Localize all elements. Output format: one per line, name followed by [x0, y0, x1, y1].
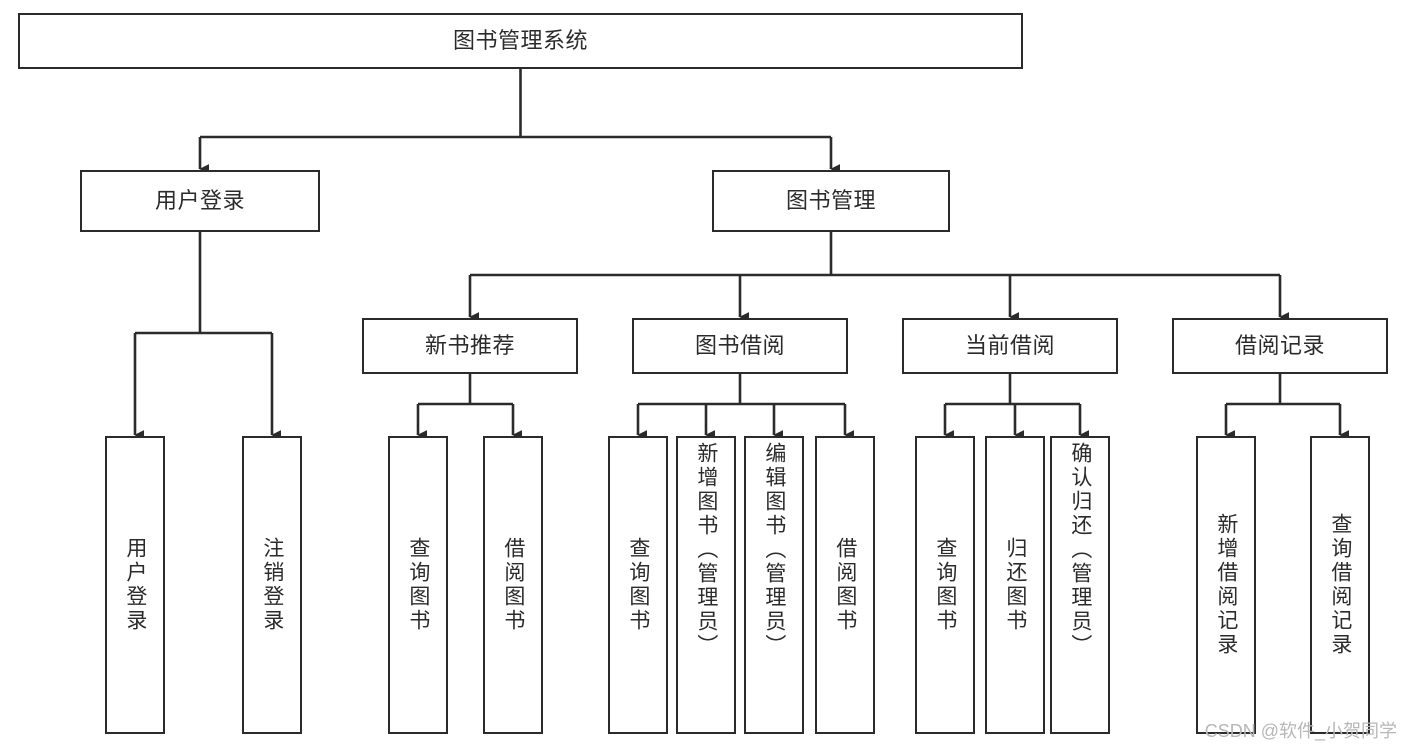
node-leaf-query-book-rec-label: 查询图书: [406, 537, 430, 633]
node-leaf-query-book-bb-label: 查询图书: [626, 537, 650, 633]
node-borrow-record-label: 借阅记录: [1234, 333, 1325, 359]
node-borrow-record[interactable]: 借阅记录: [1172, 318, 1388, 374]
node-leaf-query-record[interactable]: 查询借阅记录: [1310, 436, 1370, 734]
node-leaf-query-book-bb[interactable]: 查询图书: [608, 436, 668, 734]
node-new-book-rec[interactable]: 新书推荐: [362, 318, 578, 374]
node-root[interactable]: 图书管理系统: [18, 13, 1023, 69]
node-leaf-query-book-cb[interactable]: 查询图书: [915, 436, 975, 734]
node-leaf-return-book-label: 归还图书: [1003, 537, 1027, 633]
node-root-label: 图书管理系统: [452, 28, 588, 54]
node-leaf-add-book[interactable]: 新增图书（管理员）: [676, 436, 736, 734]
node-leaf-add-book-label: 新增图书（管理员）: [694, 442, 718, 658]
node-leaf-user-login-label: 用户登录: [123, 537, 147, 633]
node-leaf-borrow-book-rec[interactable]: 借阅图书: [483, 436, 543, 734]
node-leaf-query-book-cb-label: 查询图书: [933, 537, 957, 633]
node-current-borrow-label: 当前借阅: [964, 333, 1055, 359]
node-leaf-confirm-return[interactable]: 确认归还（管理员）: [1050, 436, 1110, 734]
node-leaf-return-book[interactable]: 归还图书: [985, 436, 1045, 734]
node-leaf-user-logout[interactable]: 注销登录: [242, 436, 302, 734]
node-book-borrow[interactable]: 图书借阅: [632, 318, 848, 374]
node-book-manage-label: 图书管理: [785, 188, 876, 214]
node-leaf-borrow-book-bb-label: 借阅图书: [833, 537, 857, 633]
node-leaf-borrow-book-rec-label: 借阅图书: [501, 537, 525, 633]
node-leaf-edit-book-label: 编辑图书（管理员）: [762, 442, 786, 658]
node-user-login[interactable]: 用户登录: [80, 170, 320, 232]
node-book-manage[interactable]: 图书管理: [712, 170, 950, 232]
node-leaf-borrow-book-bb[interactable]: 借阅图书: [815, 436, 875, 734]
node-leaf-user-login[interactable]: 用户登录: [105, 436, 165, 734]
node-leaf-user-logout-label: 注销登录: [260, 537, 284, 633]
node-leaf-query-record-label: 查询借阅记录: [1328, 513, 1352, 657]
node-leaf-confirm-return-label: 确认归还（管理员）: [1068, 442, 1092, 658]
node-user-login-label: 用户登录: [154, 188, 245, 214]
node-new-book-rec-label: 新书推荐: [424, 333, 515, 359]
node-current-borrow[interactable]: 当前借阅: [902, 318, 1118, 374]
node-leaf-edit-book[interactable]: 编辑图书（管理员）: [744, 436, 804, 734]
node-leaf-add-record[interactable]: 新增借阅记录: [1196, 436, 1256, 734]
node-leaf-add-record-label: 新增借阅记录: [1214, 513, 1238, 657]
node-book-borrow-label: 图书借阅: [694, 333, 785, 359]
node-leaf-query-book-rec[interactable]: 查询图书: [388, 436, 448, 734]
